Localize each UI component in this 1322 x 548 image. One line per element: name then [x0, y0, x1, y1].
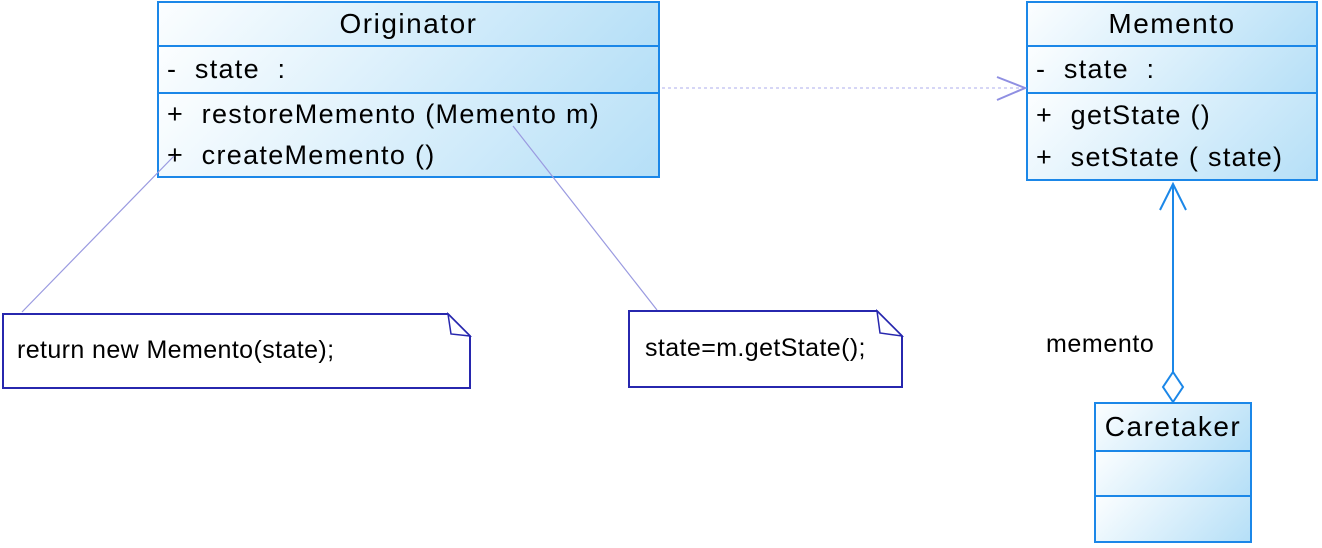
aggregation-caretaker-memento: [1159, 181, 1187, 404]
class-caretaker-attributes-empty: [1096, 450, 1250, 495]
note-restore-text: state=m.getState();: [645, 334, 866, 362]
class-caretaker-name: Caretaker: [1096, 404, 1250, 450]
class-memento-methods: + getState () + setState ( state): [1028, 92, 1316, 179]
note-anchor-create: [21, 155, 175, 313]
class-memento-attributes: - state :: [1028, 45, 1316, 92]
dependency-originator-memento: [662, 76, 1028, 101]
class-originator[interactable]: Originator - state : + restoreMemento (M…: [157, 1, 660, 178]
class-memento[interactable]: Memento - state : + getState () + setSta…: [1026, 1, 1318, 181]
class-memento-name: Memento: [1028, 3, 1316, 45]
class-originator-methods: + restoreMemento (Memento m) + createMem…: [159, 92, 658, 176]
attribute-state-originator: - state :: [167, 54, 287, 84]
attribute-state-memento: - state :: [1036, 54, 1156, 84]
note-create-text: return new Memento(state);: [17, 336, 335, 364]
aggregation-diamond: [1161, 370, 1185, 404]
class-caretaker[interactable]: Caretaker: [1094, 402, 1252, 543]
role-label-memento: memento: [1046, 330, 1155, 358]
class-originator-name: Originator: [159, 3, 658, 45]
method-create-memento: + createMemento (): [167, 140, 436, 170]
note-fold-icon: [446, 311, 473, 337]
open-arrowhead-aggregation: [1159, 181, 1187, 211]
method-restore-memento: + restoreMemento (Memento m): [167, 99, 601, 129]
method-get-state: + getState (): [1036, 100, 1212, 130]
open-arrowhead-dependency: [996, 76, 1028, 101]
class-originator-attributes: - state :: [159, 45, 658, 92]
method-set-state: + setState ( state): [1036, 142, 1284, 172]
class-caretaker-methods-empty: [1096, 495, 1250, 541]
